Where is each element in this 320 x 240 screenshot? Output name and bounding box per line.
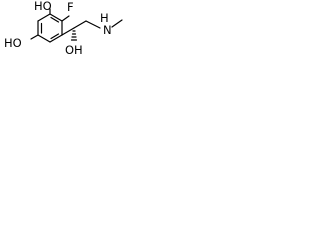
fluoro-label: F [67,0,74,14]
benzene-ring [37,13,63,43]
amine-h-label: H [100,11,109,25]
bond-ring-to-chiral-carbon [61,27,75,36]
ring-bond-4 [49,34,63,43]
ring-bond-1 [37,13,51,22]
hashed-stereo-bond [70,30,78,41]
inner-double-bond-2 [50,16,60,23]
ring-bond-5 [37,34,51,43]
bond-chiral-to-methylene [73,20,87,29]
bond-amine-to-methyl [111,19,123,28]
inner-double-bond-3 [50,33,60,40]
bond-to-fluoro [61,15,70,22]
bond-methylene-to-amine [85,20,101,29]
side-hydroxyl-label: OH [65,43,83,57]
left-hydroxyl-label: HO [4,36,22,50]
chemical-structure: HO F HO OH H N [4,0,123,57]
ring-bond-2 [49,13,63,22]
top-hydroxyl-label: HO [34,0,52,13]
amine-n-label: N [103,23,112,37]
bond-to-left-hydroxyl [30,34,39,40]
